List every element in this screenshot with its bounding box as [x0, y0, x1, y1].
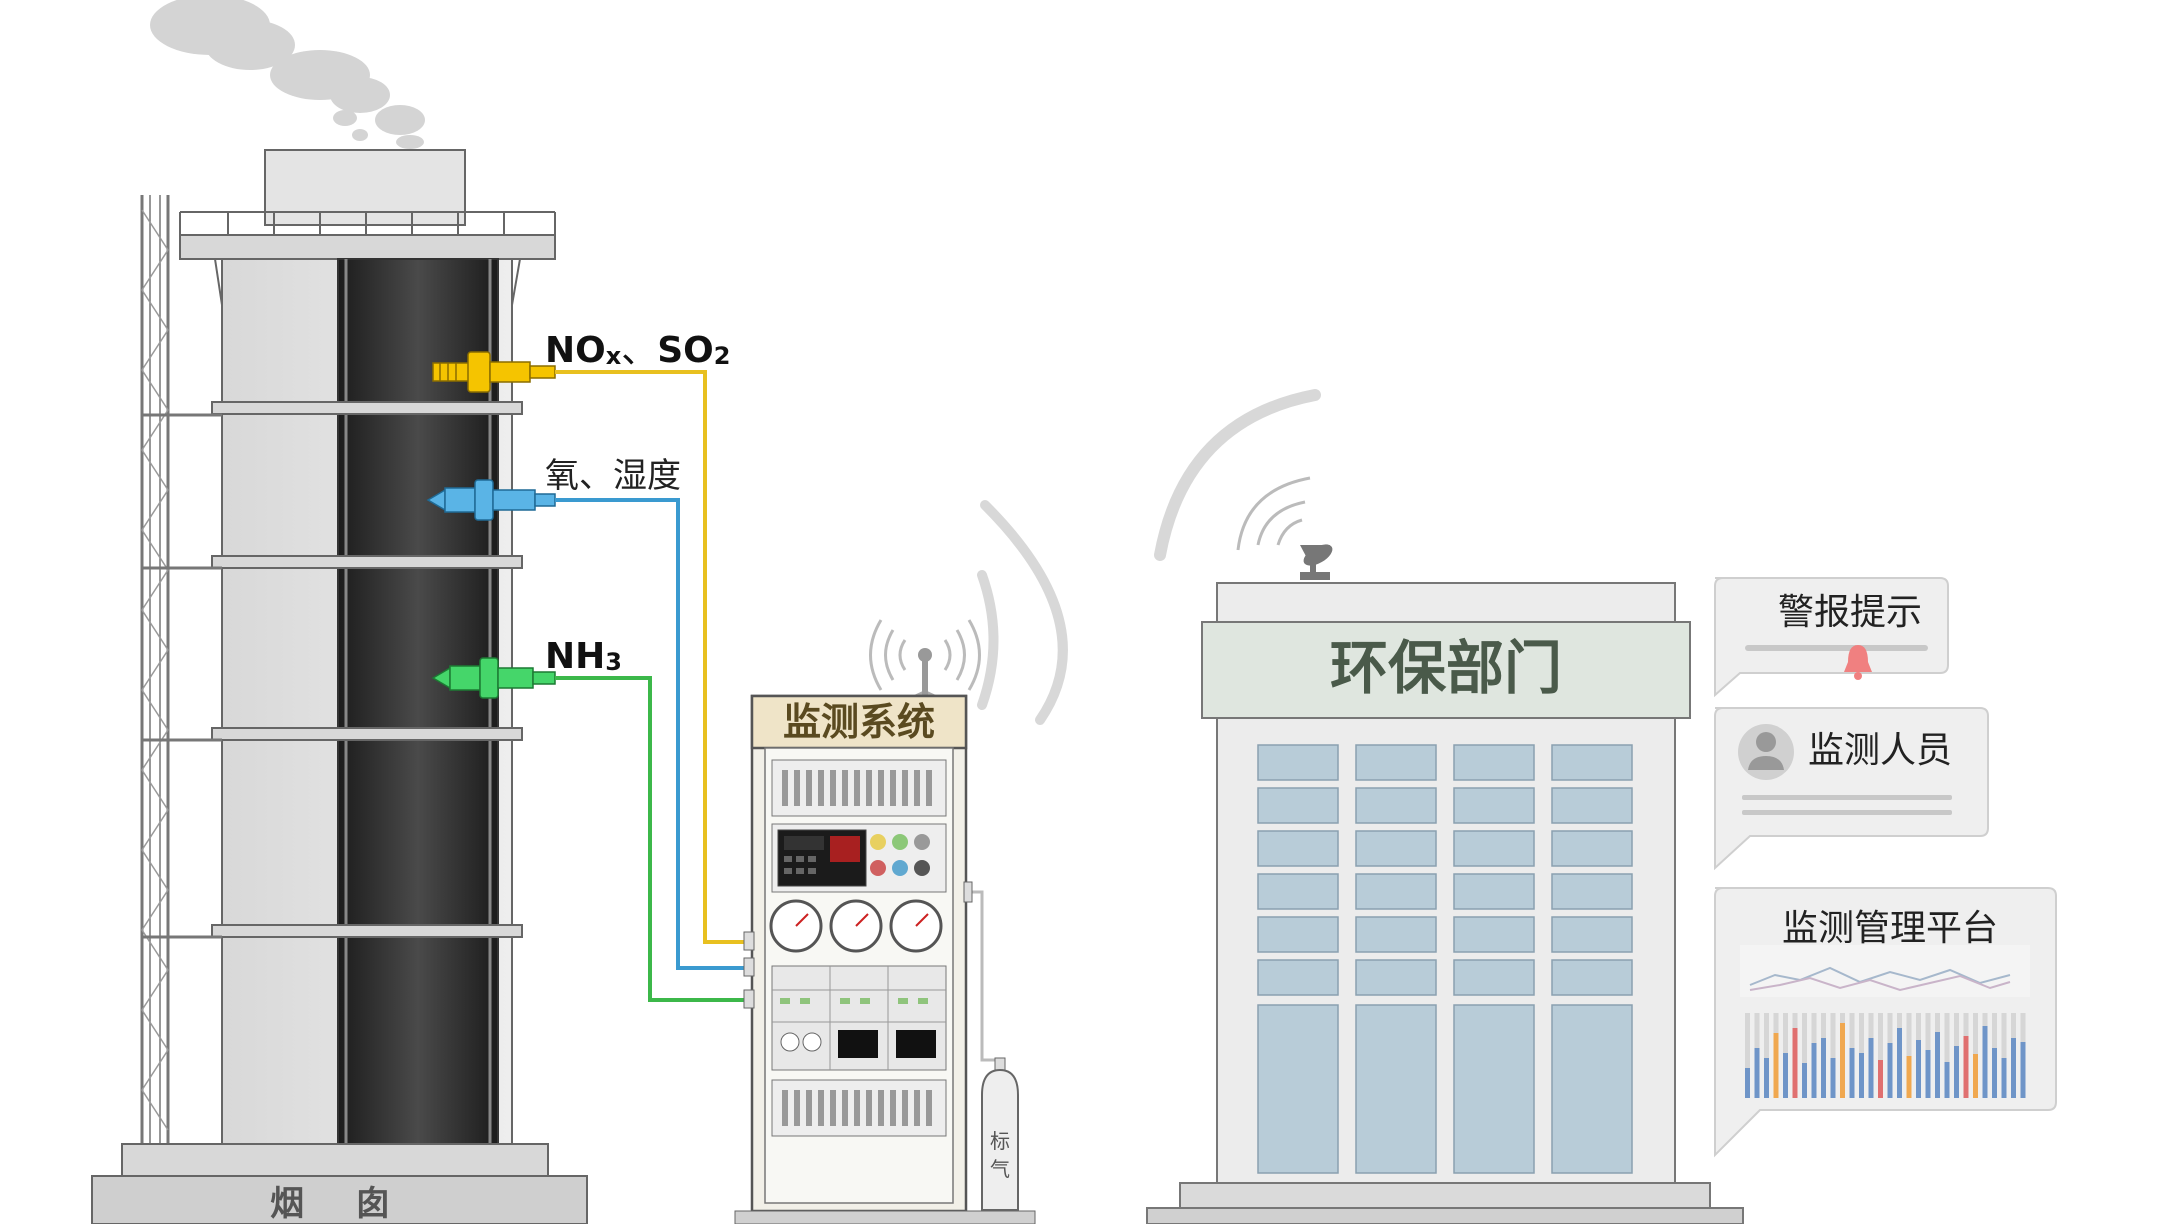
gas-bottle-label: 标气: [990, 1129, 1010, 1181]
trend-line-2: [1749, 974, 2011, 992]
bar-bg: [2001, 1013, 2007, 1098]
bar: [1925, 1050, 1931, 1098]
chimney-label: 烟 囱: [270, 1184, 410, 1224]
calibration-gas-bottle-icon: [981, 1057, 1019, 1211]
bubble-platform-title: 监测管理平台: [1782, 908, 1998, 949]
bubble-platform: [1714, 887, 2057, 1158]
satellite-dish-icon: [1300, 544, 1333, 580]
oxygen-humidity-probe-icon: [426, 479, 556, 521]
nh3-line: [555, 676, 745, 1002]
bar-bg: [1745, 1013, 1750, 1098]
oxygen-line: [555, 498, 745, 970]
bar: [2011, 1038, 2016, 1098]
wireless-arc-icon: [1154, 389, 1321, 561]
bar-bg: [1764, 1013, 1769, 1098]
pressure-gauges: [769, 899, 943, 953]
bar-bg: [1906, 1013, 1912, 1098]
bar: [1916, 1040, 1921, 1098]
sample-lines: [555, 370, 745, 1002]
bar: [2001, 1058, 2007, 1098]
bar: [1868, 1038, 1874, 1098]
antenna-icon: [912, 648, 938, 697]
bar-bg: [1830, 1013, 1836, 1098]
bar-chart-icon: [1745, 1013, 2026, 1098]
bubble-personnel: [1714, 707, 1989, 871]
epa-building: [1146, 389, 1744, 1224]
bar: [1887, 1043, 1893, 1098]
building-windows: [1257, 744, 1633, 1174]
nox-so2-probe-icon: [432, 351, 556, 393]
probe-label-oxygen-humidity: 氧、湿度: [545, 456, 681, 496]
bar: [1954, 1046, 1959, 1098]
user-avatar-icon: [1738, 724, 1794, 780]
bar: [1811, 1043, 1817, 1098]
bar: [1849, 1048, 1855, 1098]
bar: [1982, 1026, 1988, 1098]
bar: [1878, 1060, 1883, 1098]
vent-bottom: [782, 1090, 932, 1126]
nox-so2-line: [555, 370, 745, 944]
bar: [1963, 1036, 1969, 1098]
bar: [1821, 1038, 1826, 1098]
bar: [1745, 1068, 1750, 1098]
bar: [1754, 1048, 1760, 1098]
probe-label-nh3: NH3: [545, 636, 622, 677]
bar: [1783, 1053, 1788, 1098]
epa-title: 环保部门: [1330, 634, 1562, 702]
bar: [1773, 1033, 1779, 1098]
bar: [1992, 1048, 1997, 1098]
bar: [1944, 1062, 1950, 1098]
bar: [1973, 1054, 1978, 1098]
chimney: [91, 149, 588, 1224]
bar: [2020, 1042, 2026, 1098]
ladder-cross: [141, 209, 169, 1131]
bar-bg: [1878, 1013, 1883, 1098]
smoke: [150, 0, 425, 149]
bar: [1859, 1053, 1864, 1098]
bar-bg: [1944, 1013, 1950, 1098]
vent-top: [782, 770, 932, 806]
wireless-signal-icon: [977, 500, 1068, 725]
bar: [1897, 1028, 1902, 1098]
trend-line: [1749, 966, 2011, 986]
monitor-title: 监测系统: [783, 700, 935, 744]
bubble-alarm-title: 警报提示: [1778, 592, 1922, 633]
bar-bg: [1802, 1013, 1807, 1098]
bar: [1935, 1032, 1940, 1098]
probe-label-nox-so2: NOx、SO2: [545, 330, 730, 371]
bell-icon: [1844, 645, 1872, 680]
bar: [1830, 1058, 1836, 1098]
monitoring-cabinet: [734, 500, 1068, 1224]
bubble-alarm: [1714, 577, 1949, 698]
calibration-gas-line: [965, 890, 1000, 1062]
line-chart-panel: [1740, 945, 2030, 997]
dish-signal-icon: [1236, 476, 1311, 551]
bar: [1906, 1056, 1912, 1098]
bar: [1802, 1063, 1807, 1098]
railing: [179, 211, 556, 306]
bar: [1840, 1023, 1845, 1098]
bubble-personnel-title: 监测人员: [1808, 730, 1952, 771]
bar: [1792, 1028, 1798, 1098]
ladder: [140, 195, 170, 1144]
antenna-signal-icon: [869, 619, 981, 691]
nh3-probe-icon: [431, 657, 556, 699]
bar: [1764, 1058, 1769, 1098]
